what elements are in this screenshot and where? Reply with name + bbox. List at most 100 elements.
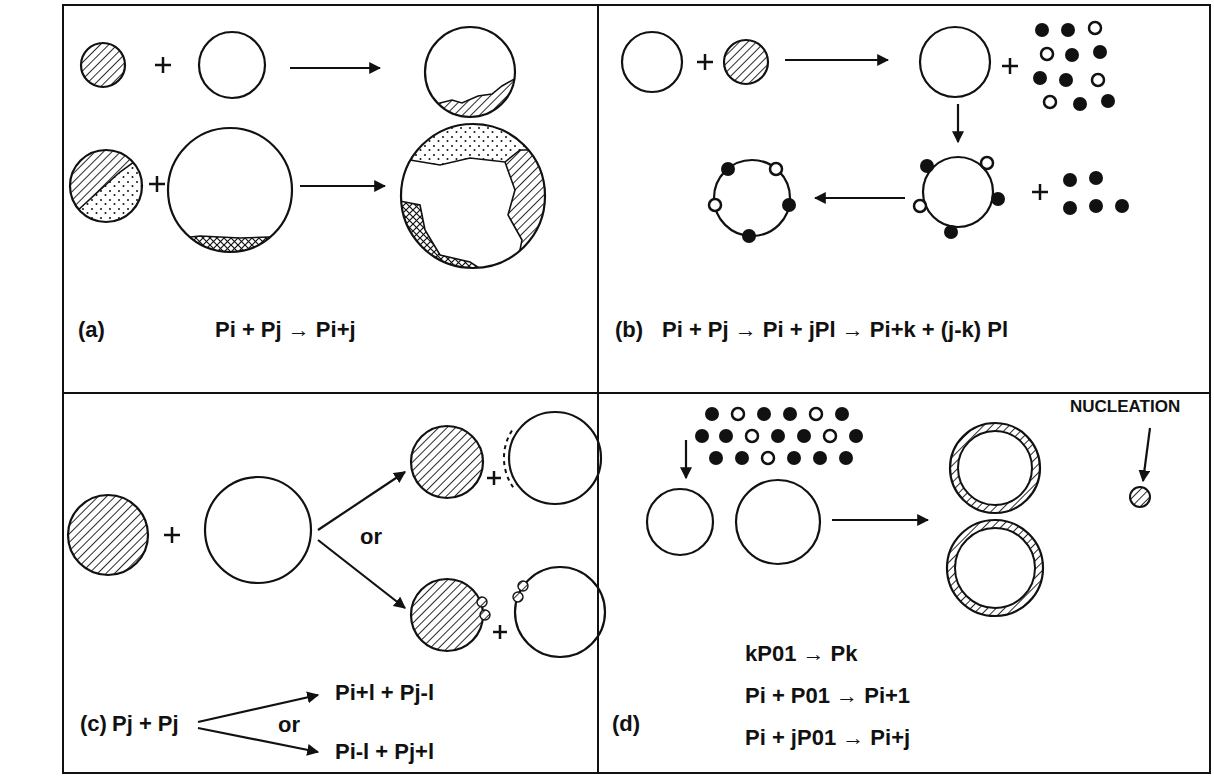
fragment-dot — [1044, 96, 1056, 108]
leader-arrow — [1143, 428, 1150, 481]
fragment-dot — [1033, 71, 1047, 85]
reaction-arrow — [300, 185, 385, 187]
monomer-dot — [787, 451, 801, 465]
monomer-dot — [695, 429, 709, 443]
monomer-dot — [813, 451, 827, 465]
open-particle — [920, 27, 990, 97]
particle-core — [958, 431, 1032, 505]
branch-arrow — [198, 695, 318, 722]
coated-particle — [947, 520, 1043, 616]
monomer-dot — [839, 451, 853, 465]
reaction-equation: Pi + jP01 → Pi+j — [745, 726, 910, 750]
fragment-dot — [1092, 74, 1104, 86]
fragment-dot — [1089, 171, 1103, 185]
crosshatched-region — [395, 200, 490, 275]
crosshatched-region — [160, 236, 300, 260]
mixed-particle — [70, 150, 142, 222]
monomer-dot — [705, 407, 719, 421]
reaction-arrow — [785, 59, 888, 61]
conjunction: or — [278, 713, 300, 737]
fragment-dot — [1063, 173, 1077, 187]
region-boundary — [160, 236, 300, 240]
plus-symbol — [487, 471, 501, 485]
reaction-equation: Pj + Pj — [112, 712, 179, 736]
attached-dot — [920, 159, 934, 173]
panel-label: (a) — [78, 318, 105, 342]
monomer-dot — [835, 407, 849, 421]
particle-ground — [168, 128, 292, 252]
merged-dot — [721, 162, 735, 176]
hatched-particle — [724, 40, 768, 84]
monomer-dot — [762, 452, 774, 464]
panel-label: (c) — [80, 712, 107, 736]
reaction-equation: Pi + Pj → Pi + jPl → Pi+k + (j-k) Pl — [662, 318, 1008, 342]
region-boundary — [395, 150, 552, 165]
fragment-dot — [1035, 23, 1049, 37]
region-boundary — [395, 200, 490, 275]
fragment-dot — [1061, 23, 1075, 37]
open-particle — [515, 567, 605, 657]
monomer-dot — [849, 429, 863, 443]
reaction-equation: kP01 → Pk — [745, 642, 858, 666]
monomer-dot — [757, 407, 771, 421]
coated-particle — [714, 160, 790, 236]
reaction-equation: Pi-l + Pj+l — [335, 740, 434, 764]
transferred-layer — [504, 429, 513, 488]
fragment-dot — [1063, 201, 1077, 215]
open-particle — [205, 477, 311, 583]
branch-arrow — [318, 540, 405, 608]
fragment-dot — [1059, 73, 1073, 87]
plus-symbol — [1032, 184, 1048, 200]
monomer-dot — [783, 407, 797, 421]
nucleus-particle — [1130, 487, 1150, 507]
reaction-arrow — [290, 67, 380, 69]
plus-symbol — [149, 176, 165, 192]
deposition-arrow — [685, 440, 687, 478]
reaction-equation: Pi + Pj → Pi+j — [215, 318, 356, 342]
monomer-dot — [719, 429, 733, 443]
fragment-dot — [1089, 22, 1101, 34]
hatched-particle — [411, 426, 483, 498]
panel-label: (d) — [612, 712, 640, 736]
conjunction: or — [360, 525, 382, 549]
fragment-dot — [1073, 97, 1087, 111]
merged-particle — [401, 124, 545, 268]
plus-symbol — [1002, 58, 1018, 74]
annotation: NUCLEATION — [1070, 398, 1180, 417]
hatched-particle — [81, 43, 125, 87]
attached-dot — [944, 225, 958, 239]
plus-symbol — [164, 527, 180, 543]
monomer-dot — [735, 451, 749, 465]
plus-symbol — [697, 54, 713, 70]
merged-dot — [709, 199, 721, 211]
monomer-dot — [797, 429, 811, 443]
fragment-dot — [1101, 94, 1115, 108]
open-particle — [509, 412, 601, 504]
figure-panel: NUCLEATION (d) kP01 → Pk Pi + P01 → Pi+1 Pi … — [597, 392, 1211, 774]
open-particle — [647, 489, 713, 555]
monomer-dot — [810, 408, 822, 420]
open-particle — [736, 480, 820, 564]
branch-arrow — [318, 472, 405, 530]
particle-core — [955, 528, 1035, 608]
monomer-dot — [709, 451, 723, 465]
merged-dot — [742, 229, 756, 243]
attached-dot — [914, 200, 926, 212]
panel-label: (b) — [615, 318, 643, 342]
fragment-dot — [1089, 199, 1103, 213]
fragment-dot — [1065, 48, 1079, 62]
large-particle — [168, 128, 292, 252]
coated-particle — [950, 423, 1040, 513]
open-particle — [622, 32, 682, 92]
reaction-equation: Pi + P01 → Pi+1 — [745, 684, 910, 708]
monomer-dot — [771, 429, 785, 443]
reaction-arrow — [957, 104, 959, 142]
reaction-equation: Pi+l + Pj-l — [335, 681, 434, 705]
surface-bump — [480, 610, 490, 620]
fragment-dot — [1041, 48, 1053, 60]
figure-panel: or (c)Pj + Pj Pi+l + Pj-l orPi-l + Pj+l — [62, 392, 599, 774]
hatched-particle — [411, 579, 483, 651]
merged-particle — [425, 27, 515, 117]
